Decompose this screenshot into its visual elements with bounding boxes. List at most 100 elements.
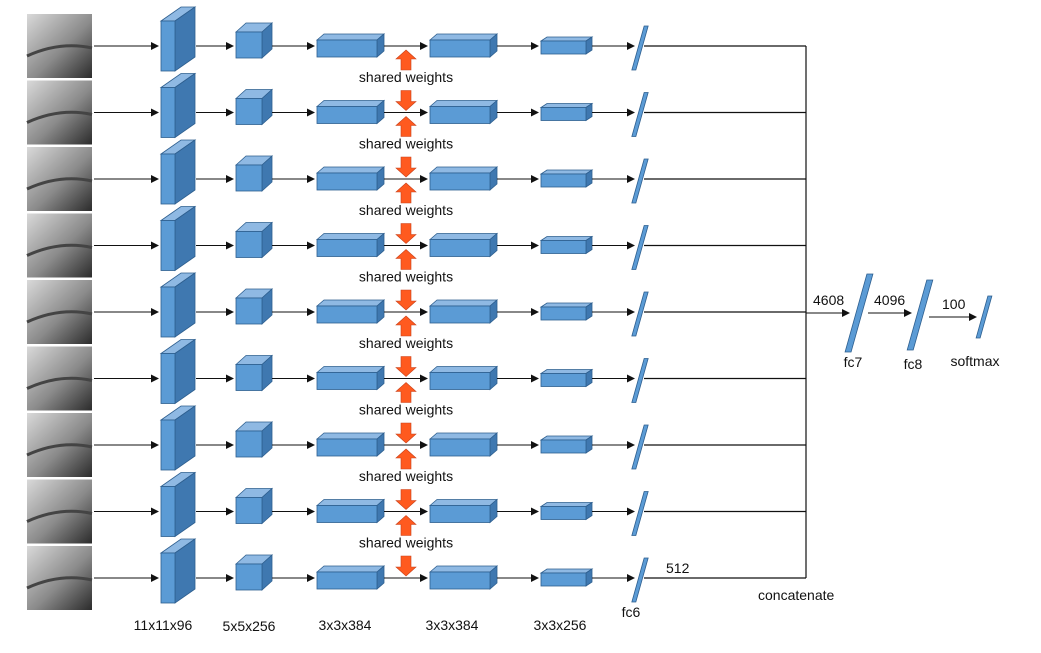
concatenate-label: concatenate [758, 587, 834, 603]
softmax-dim-label: 100 [942, 296, 966, 312]
fc7-bar [844, 273, 874, 353]
conv2-block [234, 221, 274, 259]
image-patch [26, 147, 93, 211]
shared-weights-marker: shared weights [359, 249, 453, 311]
shared-weights-label: shared weights [359, 69, 453, 85]
conv4-block [428, 299, 499, 324]
conv5-label: 3x3x256 [534, 617, 587, 633]
conv3-block [315, 99, 386, 125]
conv2-block [234, 421, 274, 458]
fc6-bar [631, 557, 649, 603]
conv3-block [315, 565, 386, 590]
conv5-block [539, 169, 594, 188]
conv4-block [428, 99, 499, 125]
branch-row [26, 405, 806, 477]
image-patch [26, 14, 93, 78]
fc7-label: fc7 [844, 354, 863, 370]
branch-row [26, 139, 806, 211]
branch-row [26, 338, 806, 411]
shared-weights-marker: shared weights [359, 382, 453, 444]
conv1-block [159, 72, 197, 139]
shared-weights-up-arrow [395, 315, 417, 337]
branch-row [26, 72, 806, 145]
conv1-label: 11x11x96 [134, 617, 193, 633]
fc6-bar [631, 225, 649, 270]
image-patch [26, 479, 93, 544]
conv5-block [539, 501, 594, 521]
shared-weights-marker: shared weights [359, 515, 453, 577]
softmax-label: softmax [950, 353, 999, 369]
shared-weights-down-arrow [395, 555, 417, 577]
conv1-block [159, 471, 197, 538]
conv2-block [234, 354, 274, 392]
shared-weights-up-arrow [395, 448, 417, 470]
classifier-head [805, 46, 993, 578]
conv3-label: 3x3x384 [319, 617, 372, 633]
conv4-block [428, 498, 499, 524]
fc6-bar [631, 92, 649, 137]
fc6-bar [631, 358, 649, 403]
fc6-dim-label: 512 [666, 560, 690, 576]
image-patch [26, 346, 93, 411]
conv3-block [315, 299, 386, 324]
shared-weights-label: shared weights [359, 402, 453, 418]
conv5-block [539, 368, 594, 388]
conv3-block [315, 365, 386, 391]
image-patch [26, 546, 93, 610]
conv5-block [539, 435, 594, 454]
fc8-bar [906, 279, 934, 351]
shared-weights-down-arrow [395, 90, 417, 111]
conv1-block [159, 272, 197, 338]
shared-weights-up-arrow [395, 249, 417, 270]
shared-weights-label: shared weights [359, 136, 453, 152]
conv1-block [159, 139, 197, 205]
conv3-block [315, 166, 386, 191]
conv2-label: 5x5x256 [223, 618, 276, 634]
shared-weights-marker: shared weights [359, 315, 453, 377]
branch-row [26, 272, 806, 344]
shared-weights-down-arrow [395, 223, 417, 244]
conv5-block [539, 568, 594, 587]
conv2-block [234, 22, 274, 59]
conv2-block [234, 554, 274, 591]
shared-weights-label: shared weights [359, 535, 453, 551]
conv1-block [159, 205, 197, 272]
shared-weights-down-arrow [395, 489, 417, 510]
conv5-block [539, 235, 594, 255]
shared-weights-marker: shared weights [359, 182, 453, 244]
conv5-block [539, 102, 594, 122]
conv4-block [428, 365, 499, 391]
fc7-dim-label: 4608 [813, 292, 844, 308]
shared-weights-down-arrow [395, 289, 417, 311]
fc6-bar [631, 25, 649, 71]
conv2-block [234, 88, 274, 126]
shared-weights-marker: shared weights [359, 448, 453, 510]
conv2-block [234, 155, 274, 192]
fc8-dim-label: 4096 [874, 292, 905, 308]
branch-rows [26, 6, 806, 610]
conv4-block [428, 565, 499, 590]
conv1-block [159, 538, 197, 604]
conv1-block [159, 338, 197, 405]
conv1-block [159, 6, 197, 72]
image-patch [26, 280, 93, 344]
conv4-block [428, 432, 499, 457]
conv3-block [315, 432, 386, 457]
shared-weights-down-arrow [395, 156, 417, 178]
conv5-block [539, 36, 594, 55]
shared-weights-label: shared weights [359, 269, 453, 285]
conv3-block [315, 33, 386, 58]
conv4-block [428, 33, 499, 58]
conv2-block [234, 288, 274, 325]
fc8-label: fc8 [904, 356, 923, 372]
shared-weights-down-arrow [395, 422, 417, 444]
branch-row [26, 471, 806, 544]
branch-row [26, 538, 806, 610]
fc6-bar [631, 424, 649, 470]
branch-row [26, 205, 806, 278]
shared-weights-up-arrow [395, 49, 417, 71]
fc6-bar [631, 291, 649, 337]
shared-weights-marker: shared weights [359, 49, 453, 111]
shared-weights-label: shared weights [359, 468, 453, 484]
